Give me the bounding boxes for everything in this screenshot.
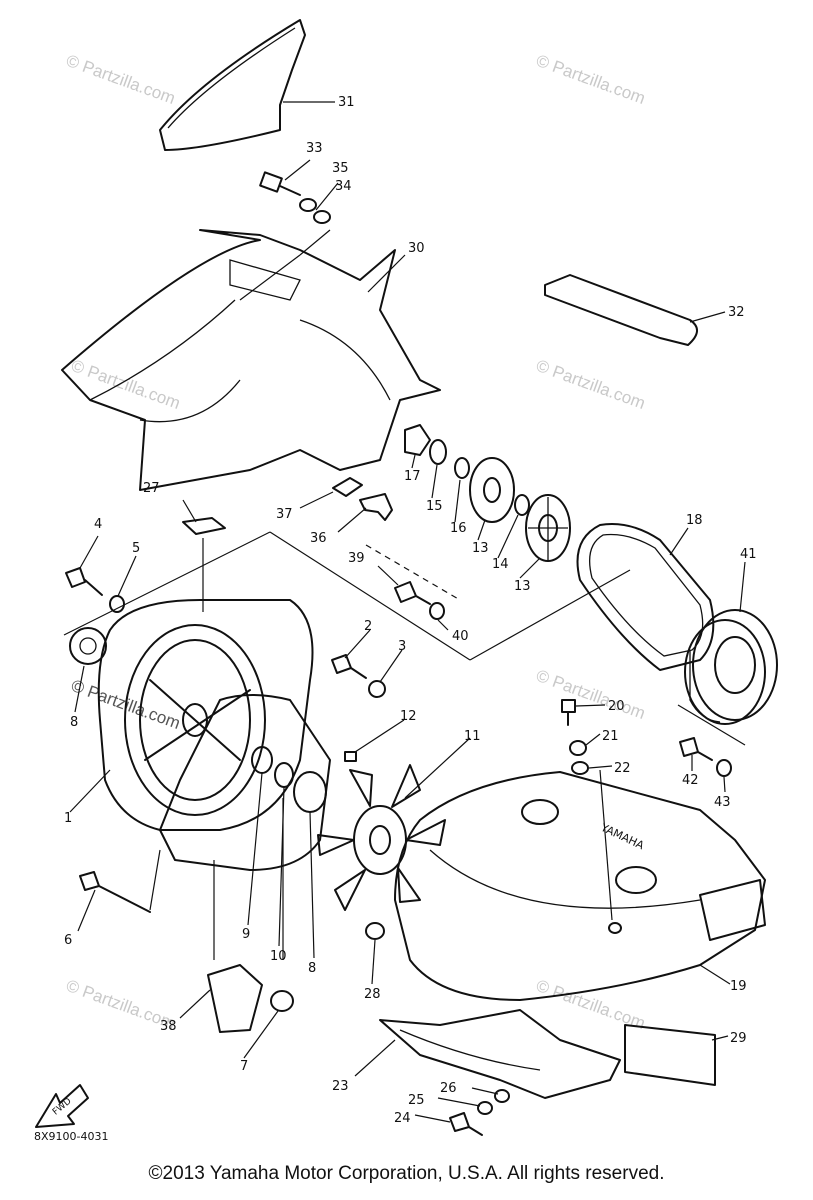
callout-33: 33	[306, 141, 323, 156]
upper-shroud-30	[61, 229, 441, 491]
callout-23: 23	[332, 1079, 349, 1094]
callout-27: 27	[143, 481, 160, 496]
callout-15: 15	[426, 499, 443, 514]
forward-arrow-icon: FWD	[35, 1084, 89, 1128]
callout-34: 34	[335, 179, 352, 194]
plate-31	[159, 19, 306, 151]
callout-1: 1	[64, 811, 72, 826]
callout-8b: 8	[308, 961, 316, 976]
watermark: © Partzilla.com	[69, 356, 183, 413]
lower-bracket-23	[379, 1009, 621, 1099]
callout-25: 25	[408, 1093, 425, 1108]
washer-3	[368, 680, 386, 698]
bolt-24	[449, 1112, 483, 1136]
washer-5	[109, 595, 125, 613]
callout-19: 19	[730, 979, 747, 994]
callout-4: 4	[94, 517, 102, 532]
drawing-code: 8X9100-4031	[34, 1130, 109, 1143]
callout-30: 30	[408, 241, 425, 256]
bolt-33-group	[259, 171, 331, 224]
nut-21	[569, 740, 587, 756]
belt-18	[576, 523, 715, 671]
washer-40	[429, 602, 445, 620]
callout-17: 17	[404, 469, 421, 484]
key-12	[344, 751, 357, 762]
callout-2: 2	[364, 619, 372, 634]
pad-29	[624, 1024, 716, 1086]
nut-7	[270, 990, 294, 1012]
exploded-parts-diagram: © Partzilla.com © Partzilla.com © Partzi…	[34, 19, 778, 1143]
callout-40: 40	[452, 629, 469, 644]
callout-35: 35	[332, 161, 349, 176]
callout-10: 10	[270, 949, 287, 964]
callout-9: 9	[242, 927, 250, 942]
washer-43	[716, 759, 732, 777]
washer-28	[365, 922, 385, 940]
bolt-4	[65, 567, 103, 596]
callout-5: 5	[132, 541, 140, 556]
pulley-stack	[404, 424, 571, 562]
callout-18: 18	[686, 513, 703, 528]
main-cover-19: YAMAHA	[394, 771, 766, 1001]
callout-13b: 13	[514, 579, 531, 594]
washer-22	[571, 761, 589, 775]
callout-24: 24	[394, 1111, 411, 1126]
bolt-6	[79, 871, 151, 913]
plate-38	[207, 964, 263, 1033]
back-plate	[159, 694, 331, 871]
callout-21: 21	[602, 729, 619, 744]
fan-11	[317, 764, 446, 911]
bearing-8-right	[293, 771, 327, 813]
callout-37: 37	[276, 507, 293, 522]
bolt-20	[561, 699, 576, 726]
callout-29: 29	[730, 1031, 747, 1046]
callout-28: 28	[364, 987, 381, 1002]
callout-22: 22	[614, 761, 631, 776]
callout-42: 42	[682, 773, 699, 788]
watermark-group: © Partzilla.com © Partzilla.com © Partzi…	[64, 51, 648, 1033]
callout-12: 12	[400, 709, 417, 724]
callout-41: 41	[740, 547, 757, 562]
bolt-39	[394, 581, 431, 605]
callout-39: 39	[348, 551, 365, 566]
callout-labels: 31 33 35 34 30 32 17 15 16 13 14 13 18 4…	[64, 95, 757, 1126]
tab-27	[182, 517, 226, 535]
callout-26: 26	[440, 1081, 457, 1096]
callout-20: 20	[608, 699, 625, 714]
nut-26	[494, 1089, 510, 1103]
bracket-36	[359, 493, 393, 521]
callout-11: 11	[464, 729, 481, 744]
callout-16: 16	[450, 521, 467, 536]
callout-32: 32	[728, 305, 745, 320]
bearing-8	[69, 627, 107, 665]
clip-37	[332, 477, 363, 497]
pulley-41	[684, 609, 778, 725]
callout-7: 7	[240, 1059, 248, 1074]
watermark: © Partzilla.com	[534, 356, 648, 413]
strip-32	[544, 274, 698, 346]
fan-housing-1	[97, 599, 314, 831]
callout-43: 43	[714, 795, 731, 810]
callout-3: 3	[398, 639, 406, 654]
washer-25	[477, 1101, 493, 1115]
watermark: © Partzilla.com	[64, 51, 178, 108]
callout-6: 6	[64, 933, 72, 948]
callout-13: 13	[472, 541, 489, 556]
ring-10	[274, 762, 294, 788]
callout-leaders	[69, 101, 746, 1123]
watermark: © Partzilla.com	[534, 976, 648, 1033]
watermark: © Partzilla.com	[534, 51, 648, 108]
copyright-notice: ©2013 Yamaha Motor Corporation, U.S.A. A…	[148, 1163, 665, 1184]
callout-14: 14	[492, 557, 509, 572]
callout-31: 31	[338, 95, 355, 110]
assembly-lines	[63, 229, 746, 960]
bolt-42	[679, 737, 713, 761]
watermark: © Partzilla.com	[534, 666, 648, 723]
callout-36: 36	[310, 531, 327, 546]
bolt-2	[331, 654, 367, 679]
callout-8: 8	[70, 715, 78, 730]
callout-38: 38	[160, 1019, 177, 1034]
